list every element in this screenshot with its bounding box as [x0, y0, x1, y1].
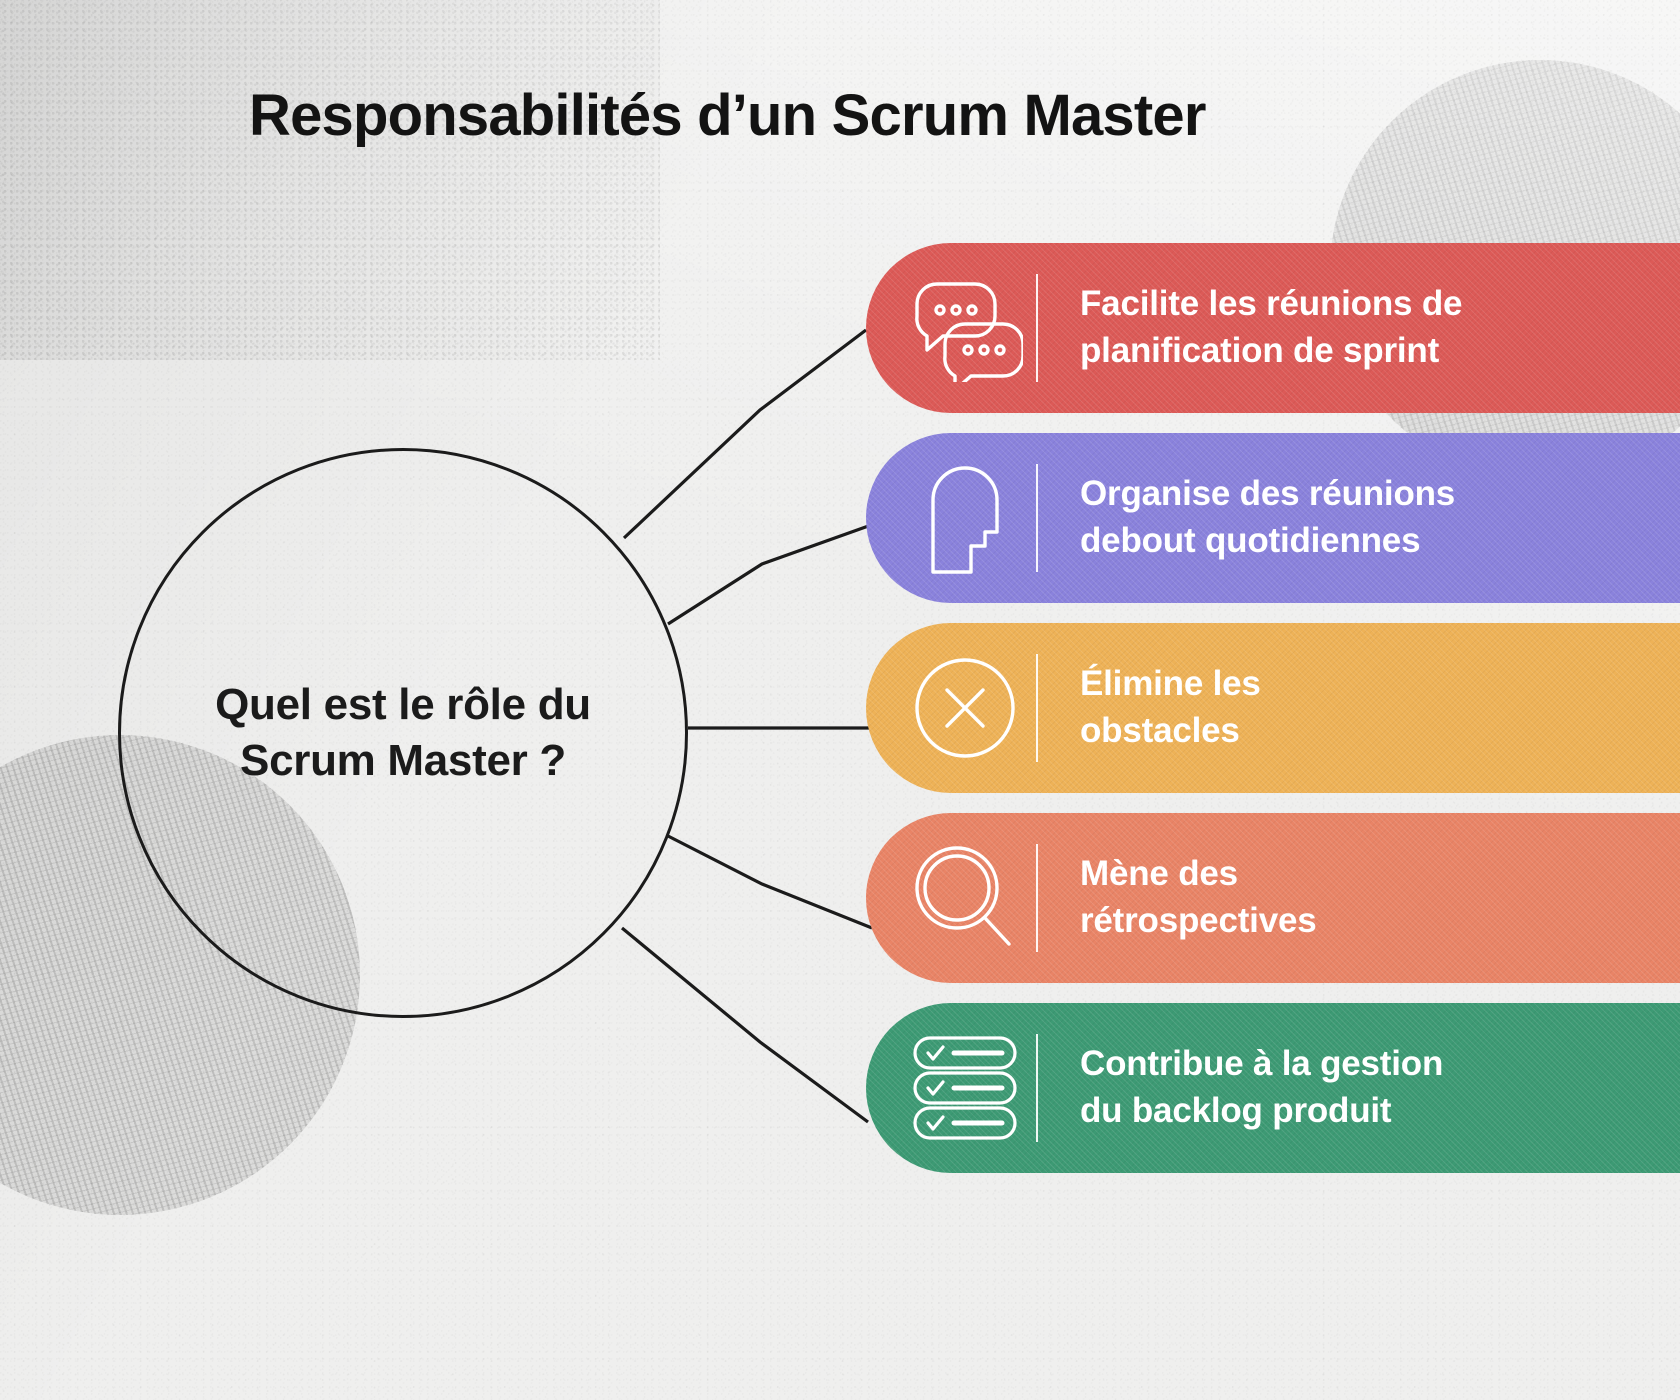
speech-bubbles-icon	[894, 274, 1036, 382]
branch-item[interactable]: Élimine les obstacles	[866, 623, 1680, 793]
branch-item[interactable]: Organise des réunions debout quotidienne…	[866, 433, 1680, 603]
connector-line-1	[622, 328, 867, 540]
branch-divider	[1036, 654, 1038, 762]
magnifier-icon	[894, 842, 1036, 954]
branch-list: Facilite les réunions de planification d…	[866, 243, 1680, 1193]
page-title: Responsabilités d’un Scrum Master	[249, 83, 1206, 148]
branch-divider	[1036, 1034, 1038, 1142]
branch-divider	[1036, 844, 1038, 952]
connector-line-2	[667, 522, 875, 626]
head-profile-icon	[894, 462, 1036, 574]
checklist-icon	[894, 1032, 1036, 1144]
branch-item[interactable]: Mène des rétrospectives	[866, 813, 1680, 983]
branch-item[interactable]: Contribue à la gestion du backlog produi…	[866, 1003, 1680, 1173]
branch-divider	[1036, 464, 1038, 572]
branch-label: Élimine les obstacles	[1080, 664, 1261, 750]
branch-item[interactable]: Facilite les réunions de planification d…	[866, 243, 1680, 413]
branch-label: Organise des réunions debout quotidienne…	[1080, 474, 1456, 560]
connector-line-4	[667, 834, 873, 930]
connector-line-5	[620, 926, 869, 1124]
branch-label: Mène des rétrospectives	[1080, 854, 1317, 940]
circle-x-icon	[894, 652, 1036, 764]
branch-label: Facilite les réunions de planification d…	[1080, 284, 1463, 370]
branch-divider	[1036, 274, 1038, 382]
central-hub-label: Quel est le rôle du Scrum Master ?	[215, 680, 591, 785]
branch-label: Contribue à la gestion du backlog produi…	[1080, 1044, 1444, 1130]
central-hub-circle: Quel est le rôle du Scrum Master ?	[118, 448, 688, 1018]
